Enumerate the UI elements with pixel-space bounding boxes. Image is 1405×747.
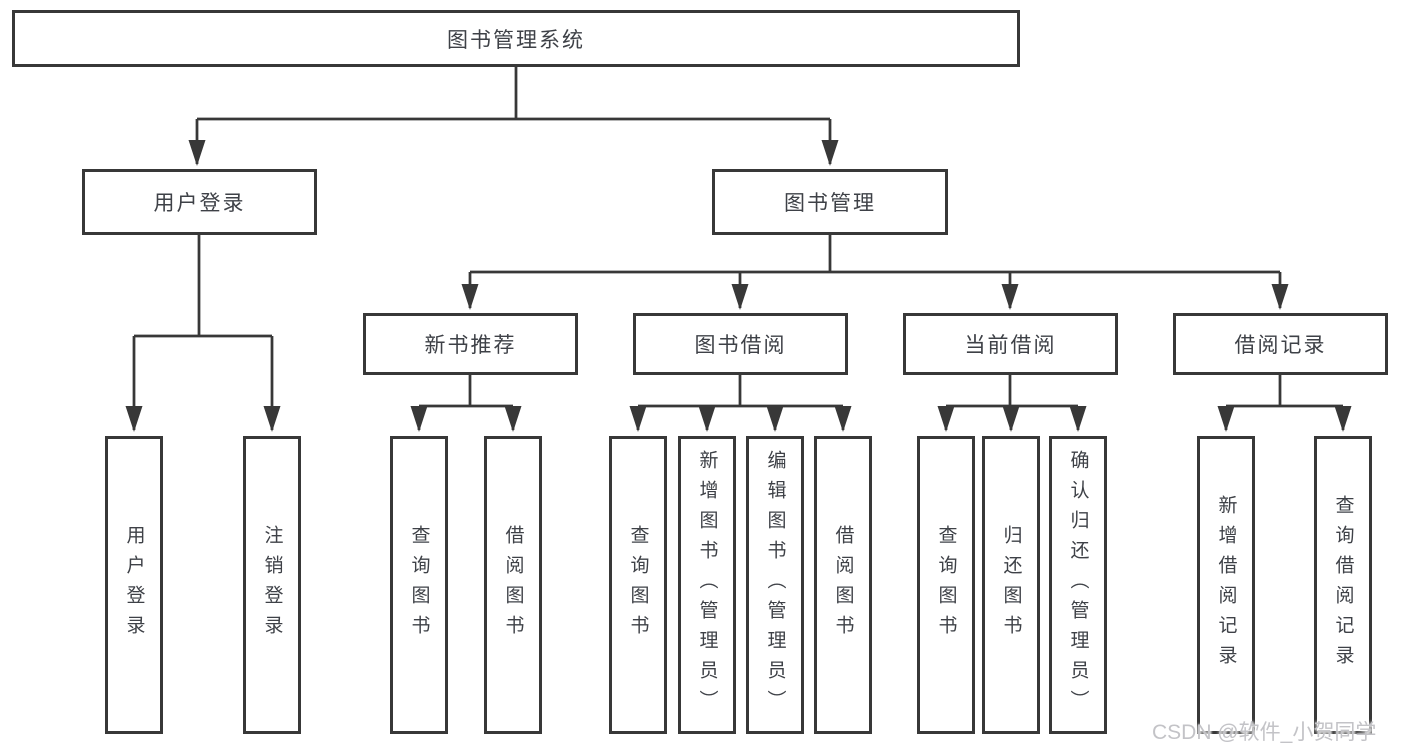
connector-user-login-branch: [125, 235, 281, 432]
node-book-management: 图书管理: [712, 169, 948, 235]
node-new-book-recommend: 新书推荐: [363, 313, 578, 375]
node-root-library-system: 图书管理系统: [12, 10, 1020, 67]
leaf-borrow-books: 借阅图书: [814, 436, 872, 734]
leaf-logout: 注销登录: [243, 436, 301, 734]
leaf-query-books-recommend: 查询图书: [390, 436, 448, 734]
connector-book-management-to-level3: [461, 235, 1289, 310]
node-user-login: 用户登录: [82, 169, 317, 235]
connector-book-borrowing-group: [629, 375, 852, 432]
leaf-borrow-books-recommend: 借阅图书: [484, 436, 542, 734]
leaf-query-borrow-record: 查询借阅记录: [1314, 436, 1372, 734]
connector-root-to-level2: [188, 67, 839, 166]
node-book-borrowing: 图书借阅: [633, 313, 848, 375]
connector-borrowing-records-group: [1217, 375, 1352, 432]
leaf-query-books-current: 查询图书: [917, 436, 975, 734]
leaf-query-books-borrowing: 查询图书: [609, 436, 667, 734]
leaf-return-book: 归还图书: [982, 436, 1040, 734]
leaf-confirm-return-admin: 确认归还（管理员）: [1049, 436, 1107, 734]
csdn-watermark: CSDN @软件_小贺同学: [1152, 721, 1377, 744]
leaf-add-book-admin: 新增图书（管理员）: [678, 436, 736, 734]
leaf-user-login: 用户登录: [105, 436, 163, 734]
leaf-add-borrow-record: 新增借阅记录: [1197, 436, 1255, 734]
node-borrowing-records: 借阅记录: [1173, 313, 1388, 375]
leaf-edit-book-admin: 编辑图书（管理员）: [746, 436, 804, 734]
connector-new-book-recommend-group: [410, 375, 522, 432]
connector-current-borrowing-group: [937, 375, 1087, 432]
node-current-borrowing: 当前借阅: [903, 313, 1118, 375]
